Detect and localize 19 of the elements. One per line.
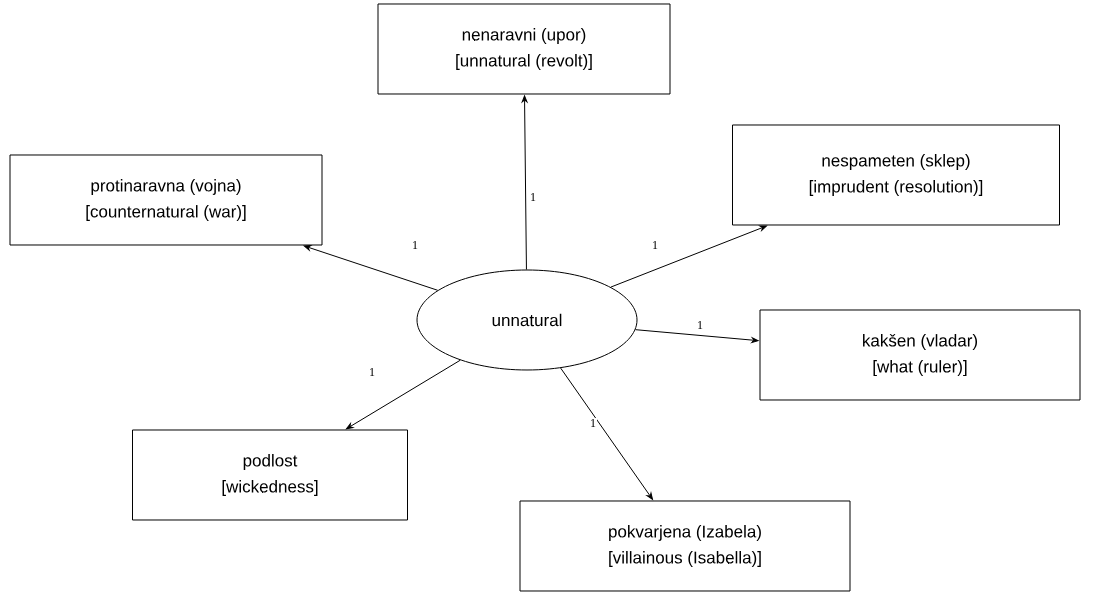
text-box: nenaravni (upor) [unnatural (revolt)] (377, 3, 671, 95)
edge-label: 1 (529, 192, 537, 202)
edge-label: 1 (589, 418, 597, 428)
arrow (560, 367, 653, 500)
text-box: pokvarjena (Izabela) [villainous (Isabella)] (519, 500, 851, 592)
arrow (346, 359, 461, 430)
arrow (634, 329, 759, 343)
edge-label: 1 (696, 320, 704, 330)
arrow (521, 95, 528, 270)
edge-label: 1 (368, 367, 376, 377)
text-box: nespameten (sklep) [imprudent (resolution)] (732, 124, 1060, 226)
edge-label: 1 (651, 240, 659, 250)
text-box: podlost [wickedness] (132, 429, 408, 521)
arrow (303, 245, 439, 291)
arrow (610, 225, 767, 288)
text-box: kakšen (vladar) [what (ruler)] (759, 309, 1081, 401)
edge-label: 1 (411, 240, 419, 250)
ellipse-node: unnatural (416, 269, 638, 371)
text-box: protinaravna (vojna) [counternatural (war)] (9, 154, 323, 246)
